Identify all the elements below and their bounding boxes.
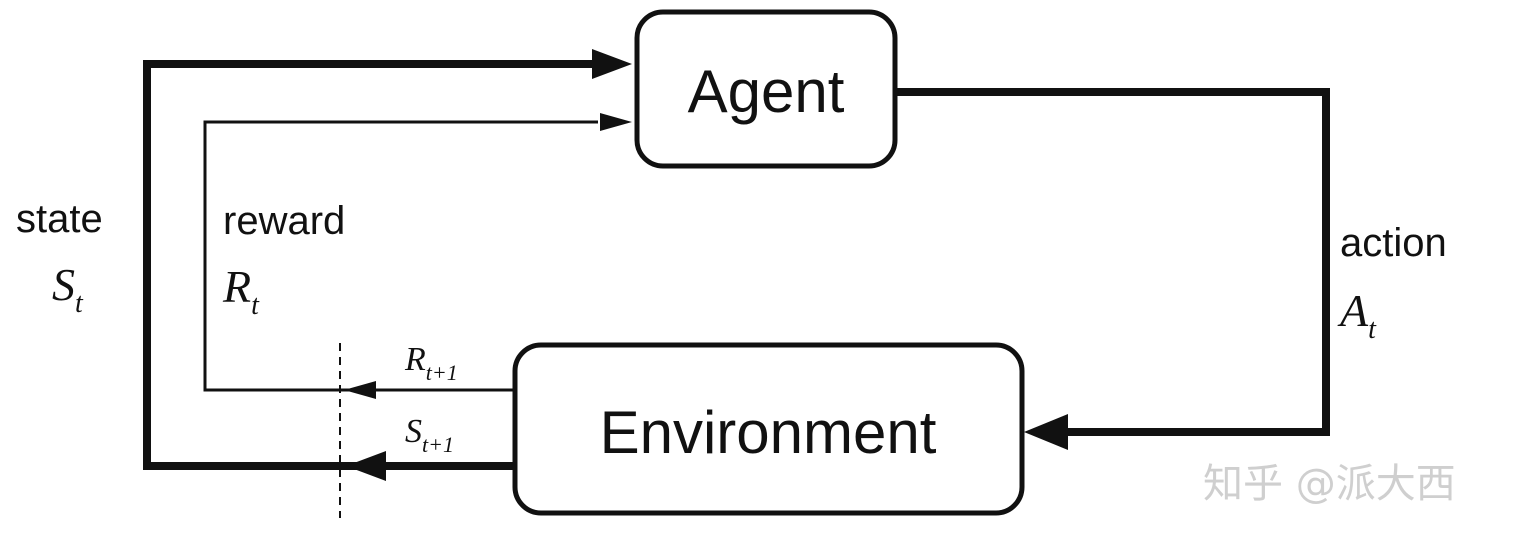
state-symbol: St <box>52 259 84 319</box>
action-symbol: At <box>1337 285 1377 345</box>
reward-arrow <box>203 113 632 399</box>
state-arrow <box>143 49 632 481</box>
action-label: action <box>1340 221 1447 265</box>
state-label: state <box>16 197 103 241</box>
action-arrow <box>897 88 1330 450</box>
state-symbol-subscript: t <box>75 288 84 319</box>
environment-box <box>512 342 1025 516</box>
next-reward-symbol-letter: R <box>404 341 426 378</box>
next-state-symbol-subscript: t+1 <box>422 432 454 457</box>
agent-node: Agent <box>634 9 898 169</box>
reward-symbol-letter: R <box>222 261 251 312</box>
reward-label: reward <box>223 199 345 243</box>
state-arrow-head <box>592 49 632 79</box>
next-state-symbol-letter: S <box>405 413 422 450</box>
reward-arrow-head <box>600 113 632 131</box>
next-reward-symbol: Rt+1 <box>404 341 458 385</box>
action-symbol-subscript: t <box>1368 314 1377 345</box>
environment-node: Environment <box>512 342 1025 516</box>
next-reward-symbol-subscript: t+1 <box>426 360 458 385</box>
action-arrow-path <box>897 88 1330 436</box>
next-state-symbol: St+1 <box>405 413 454 457</box>
next-reward-arrow-head <box>344 381 376 399</box>
action-symbol-letter: A <box>1337 285 1369 336</box>
watermark: 知乎 @派大西 <box>1203 461 1456 507</box>
agent-box <box>634 9 898 169</box>
action-arrow-head <box>1024 414 1068 450</box>
agent-label: Agent <box>688 58 845 125</box>
state-symbol-letter: S <box>52 259 75 310</box>
state-arrow-path <box>143 60 592 470</box>
next-state-arrow-head <box>346 451 386 481</box>
reward-symbol-subscript: t <box>251 290 260 321</box>
environment-label: Environment <box>600 399 937 466</box>
reward-symbol: Rt <box>222 261 260 321</box>
